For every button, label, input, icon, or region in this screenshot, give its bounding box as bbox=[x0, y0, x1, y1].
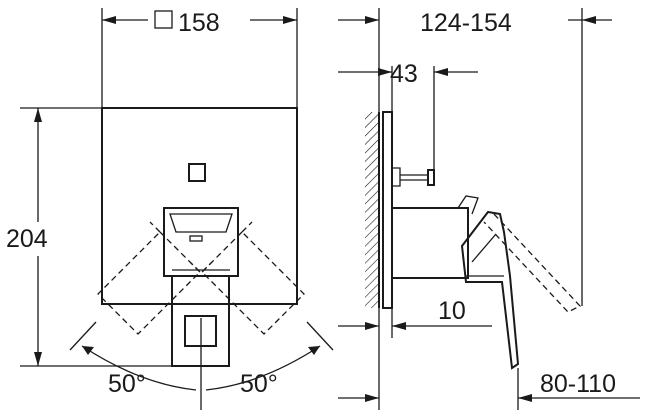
height-label: 204 bbox=[6, 225, 48, 253]
angle-ext-right bbox=[306, 321, 334, 351]
lever-raised-dashed bbox=[483, 213, 582, 313]
arrow bbox=[434, 68, 448, 76]
arrow bbox=[518, 394, 532, 402]
mixer-body bbox=[392, 207, 469, 279]
angle-arc-right bbox=[205, 345, 321, 391]
side-view: 124-154 43 10 80-110 bbox=[338, 8, 640, 410]
angle-ext-left bbox=[69, 321, 97, 351]
offset-label: 10 bbox=[438, 297, 466, 325]
diverter-cap bbox=[427, 169, 435, 186]
diverter-stem-base bbox=[392, 167, 401, 187]
arrow bbox=[365, 394, 379, 402]
arrow bbox=[392, 322, 406, 330]
mixer-collar bbox=[457, 195, 479, 215]
stem-label: 43 bbox=[390, 60, 418, 88]
angle-left-label: 50° bbox=[108, 370, 146, 398]
depth-range-label: 124-154 bbox=[420, 9, 512, 37]
wall-hatch bbox=[365, 112, 379, 308]
arrow bbox=[283, 16, 297, 24]
lever-side-edge bbox=[471, 233, 497, 263]
arrow bbox=[365, 322, 379, 330]
lever-mark bbox=[189, 235, 203, 242]
arrow bbox=[308, 346, 320, 355]
angle-right-label: 50° bbox=[240, 370, 278, 398]
front-view: 158 204 50° 50° bbox=[6, 8, 334, 410]
diverter-knob bbox=[188, 163, 206, 182]
plate-side bbox=[382, 111, 393, 309]
lever-head bbox=[163, 207, 239, 277]
lever-side-profile bbox=[460, 210, 520, 370]
lever-rotated-left bbox=[97, 221, 201, 335]
square-icon bbox=[154, 10, 173, 29]
arrow bbox=[34, 108, 42, 122]
arrow bbox=[378, 68, 392, 76]
lever-range-label: 80-110 bbox=[540, 370, 616, 398]
lever-head-inner bbox=[169, 213, 233, 233]
width-label: 158 bbox=[178, 9, 220, 37]
arrow bbox=[102, 16, 116, 24]
lever-rotated-right bbox=[201, 221, 305, 335]
cover-plate bbox=[101, 107, 298, 305]
arrow bbox=[82, 346, 94, 355]
arrow bbox=[582, 16, 596, 24]
arrow bbox=[365, 16, 379, 24]
arrow bbox=[34, 352, 42, 366]
angle-arc-left bbox=[81, 345, 197, 391]
